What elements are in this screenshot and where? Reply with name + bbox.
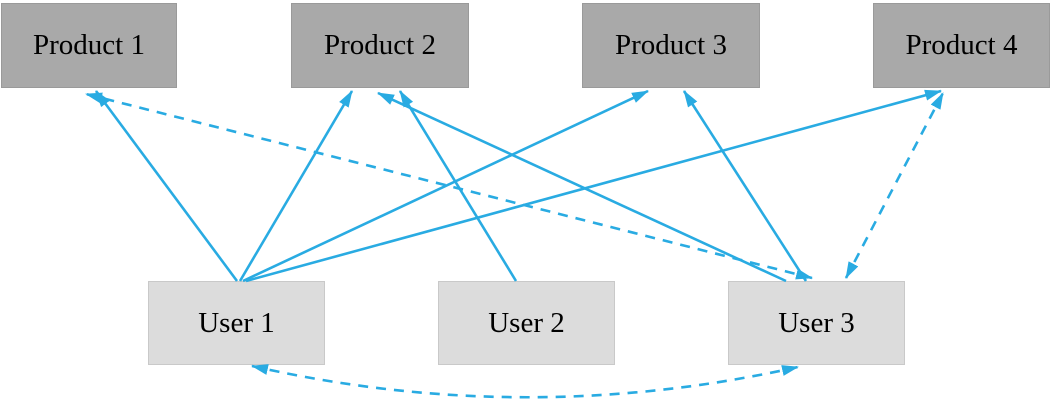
product-2-label: Product 2: [324, 29, 436, 61]
edge-user3-product2: [377, 91, 787, 283]
edge-user1-product3: [242, 89, 649, 283]
edge-user3-product1: [85, 92, 813, 280]
user-1-label: User 1: [198, 306, 275, 339]
user-3-node: User 3: [728, 281, 905, 365]
user-3-label: User 3: [778, 306, 855, 339]
edge-user1-user3: [251, 364, 799, 399]
product-3-node: Product 3: [582, 3, 760, 88]
edge-user1-product1: [94, 90, 239, 282]
edge-user1-product4: [245, 89, 942, 283]
product-1-node: Product 1: [1, 3, 177, 88]
user-2-node: User 2: [438, 281, 615, 365]
product-4-label: Product 4: [905, 29, 1018, 61]
product-4-node: Product 4: [873, 3, 1050, 88]
user-1-node: User 1: [148, 281, 325, 365]
edge-user1-product2: [238, 90, 354, 282]
product-1-label: Product 1: [33, 29, 145, 61]
product-2-node: Product 2: [291, 3, 469, 88]
product-3-label: Product 3: [615, 29, 727, 61]
edge-user2-product2: [398, 90, 518, 282]
user-2-label: User 2: [488, 306, 565, 339]
edge-user3-product4: [844, 92, 945, 279]
edge-user3-product3: [682, 90, 808, 282]
